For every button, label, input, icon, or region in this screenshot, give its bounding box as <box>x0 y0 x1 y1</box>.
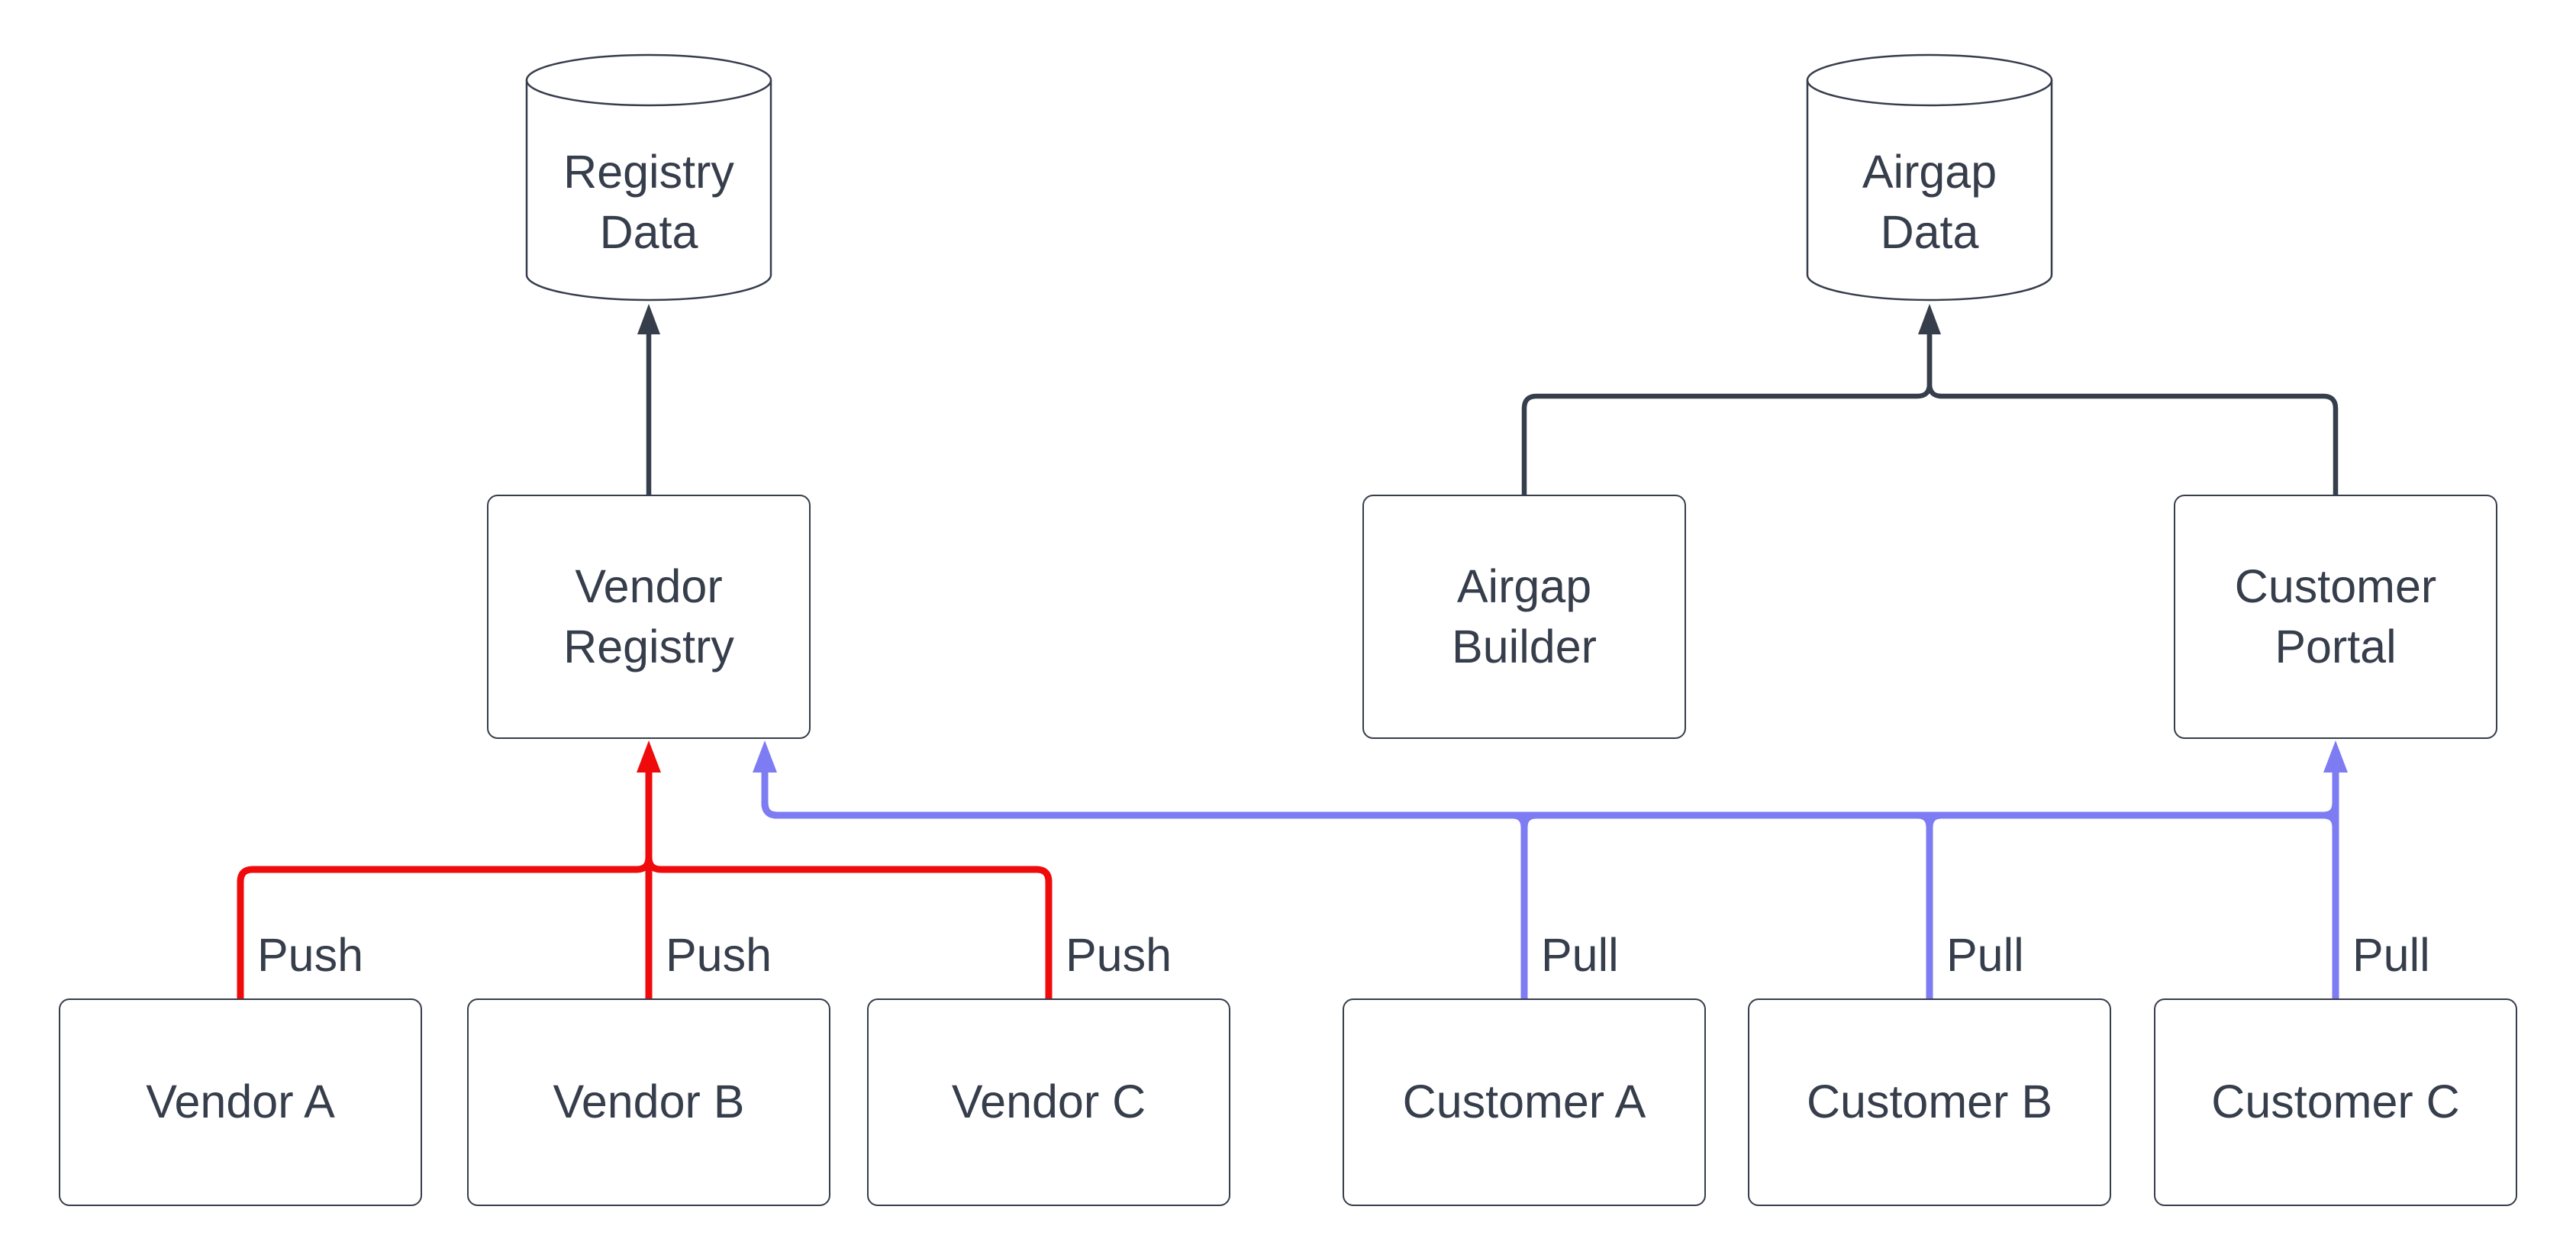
node-vendor-a: Vendor A <box>59 998 422 1206</box>
edge-label-pull-customer-b: Pull <box>1946 929 2024 981</box>
node-customer-b: Customer B <box>1748 998 2111 1206</box>
cylinder-airgap-data <box>1806 53 2053 302</box>
edge-label-pull-customer-c: Pull <box>2352 929 2430 981</box>
node-vendor-a-label: Vendor A <box>146 1076 335 1128</box>
node-customer-portal-label: Customer Portal <box>2234 560 2437 673</box>
edge-airgap-builder-to-airgap-data <box>1521 333 1933 495</box>
node-airgap-builder: Airgap Builder <box>1362 495 1686 739</box>
arrowhead-pull-vendor-registry <box>753 740 777 773</box>
node-registry-data-label: Registry Data <box>563 145 734 258</box>
node-customer-portal: Customer Portal <box>2174 495 2497 739</box>
node-customer-b-label: Customer B <box>1806 1076 2053 1128</box>
arrowhead-airgap-data <box>1918 304 1941 334</box>
edge-customer-portal-to-airgap-data <box>1926 333 2339 495</box>
node-vendor-c: Vendor C <box>867 998 1230 1206</box>
node-customer-a-label: Customer A <box>1402 1076 1646 1128</box>
edge-label-push-vendor-a: Push <box>257 929 364 981</box>
arrowhead-pull-customer-portal <box>2323 740 2348 773</box>
cylinder-registry-data <box>525 53 772 302</box>
edge-label-push-vendor-b: Push <box>666 929 772 981</box>
node-customer-a: Customer A <box>1343 998 1706 1206</box>
node-vendor-b: Vendor B <box>467 998 830 1206</box>
edge-vendor-c-to-vendor-registry <box>645 769 1053 998</box>
edge-customer-b-to-vendor-registry <box>761 769 1933 998</box>
edge-label-push-vendor-c: Push <box>1066 929 1172 981</box>
node-vendor-c-label: Vendor C <box>951 1076 1146 1128</box>
node-vendor-registry-label: Vendor Registry <box>563 560 734 673</box>
edge-label-pull-customer-a: Pull <box>1541 929 1619 981</box>
arrowhead-push-vendor-registry <box>637 740 661 773</box>
node-vendor-registry: Vendor Registry <box>487 495 811 739</box>
node-customer-c-label: Customer C <box>2211 1076 2460 1128</box>
node-vendor-b-label: Vendor B <box>553 1076 745 1128</box>
node-customer-c: Customer C <box>2154 998 2517 1206</box>
arrowhead-registry-data <box>637 304 660 334</box>
node-airgap-builder-label: Airgap Builder <box>1452 560 1597 673</box>
node-airgap-data-label: Airgap Data <box>1862 145 1997 258</box>
